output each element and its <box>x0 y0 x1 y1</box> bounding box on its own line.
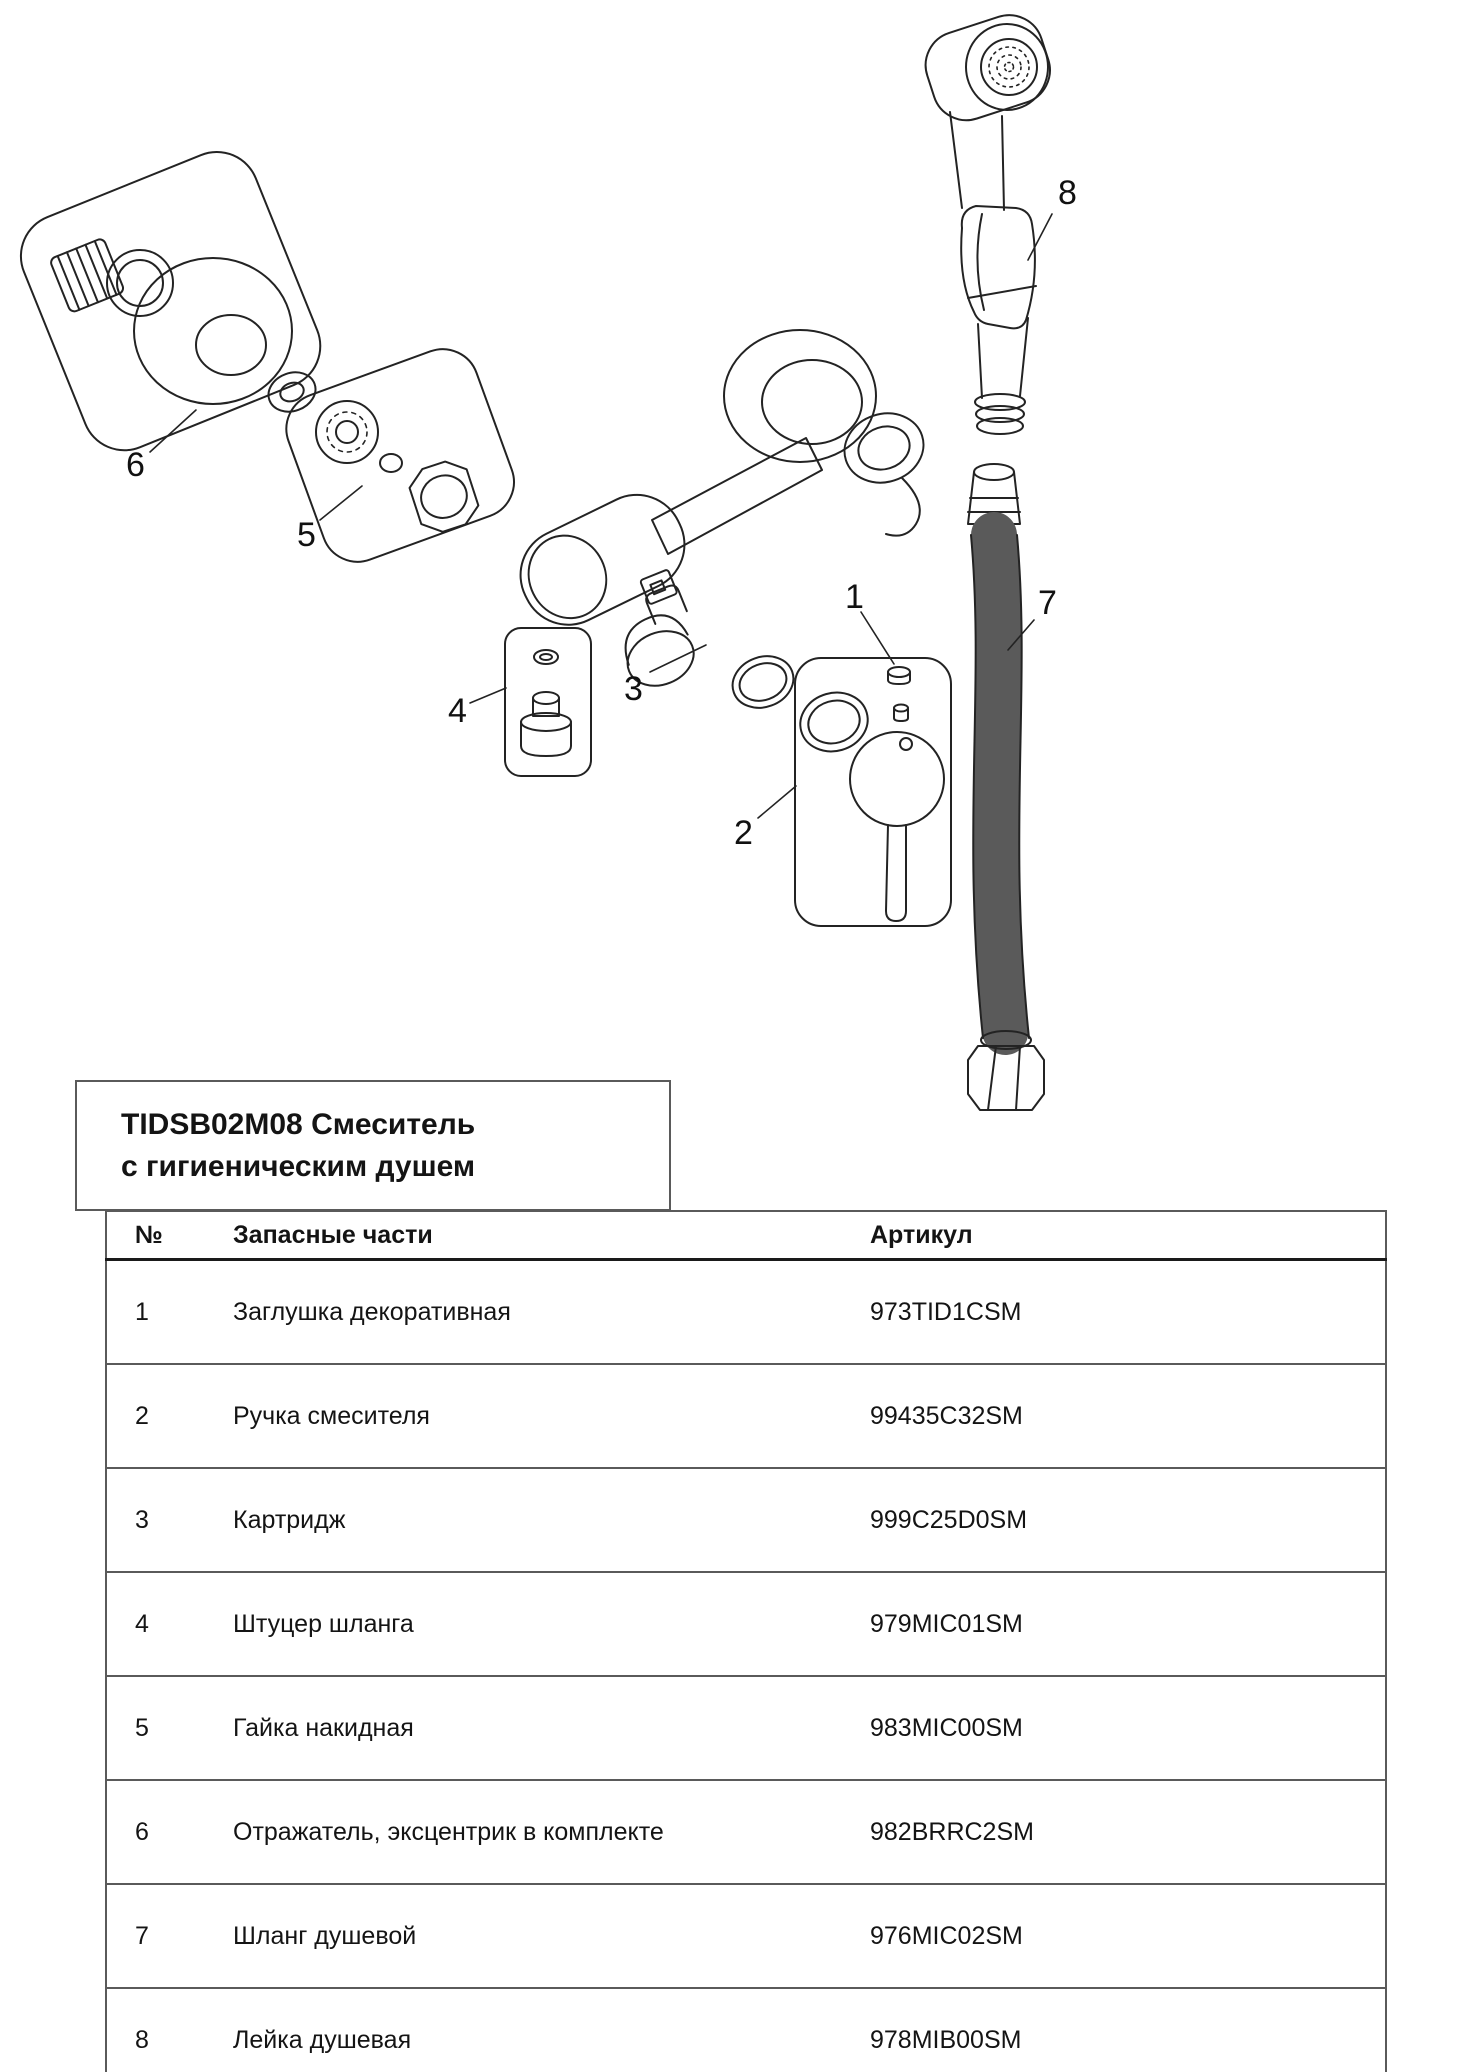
callout-7: 7 <box>1038 584 1057 622</box>
article-cell: 978MIB00SM <box>866 1988 1386 2072</box>
callout-3: 3 <box>624 670 643 708</box>
part-name-cell: Заглушка декоративная <box>231 1259 866 1365</box>
part-name-cell: Отражатель, эксцентрик в комплекте <box>231 1780 866 1885</box>
spare-parts-table: № Запасные части Артикул 1 Заглушка деко… <box>105 1210 1387 2072</box>
article-cell: 979MIC01SM <box>866 1572 1386 1677</box>
header-article: Артикул <box>866 1211 1386 1261</box>
callout-2: 2 <box>734 814 753 852</box>
part-name-cell: Шланг душевой <box>231 1884 866 1989</box>
part-number-cell: 4 <box>106 1572 231 1677</box>
part-number-cell: 1 <box>106 1259 231 1365</box>
table-row: 3 Картридж 999C25D0SM <box>106 1468 1386 1573</box>
part2-handle <box>794 657 952 927</box>
article-cell: 976MIC02SM <box>866 1884 1386 1989</box>
callout-leader-lines <box>149 213 1053 819</box>
article-cell: 983MIC00SM <box>866 1676 1386 1781</box>
product-title-line1: TIDSB02M08 Смеситель <box>121 1107 476 1141</box>
washer <box>267 371 317 413</box>
article-cell: 999C25D0SM <box>866 1468 1386 1573</box>
article-cell: 973TID1CSM <box>866 1259 1386 1365</box>
table-row: 2 Ручка смесителя 99435C32SM <box>106 1364 1386 1469</box>
product-title-line2: с гигиеническим душем <box>121 1149 476 1183</box>
table-row: 8 Лейка душевая 978MIB00SM <box>106 1988 1386 2072</box>
callout-5: 5 <box>297 516 316 554</box>
callout-1: 1 <box>845 578 864 616</box>
part-number-cell: 5 <box>106 1676 231 1781</box>
callouts: 1 2 3 4 5 6 7 8 <box>126 174 1077 852</box>
callout-4: 4 <box>448 692 467 730</box>
table-row: 7 Шланг душевой 976MIC02SM <box>106 1884 1386 1989</box>
snap-ring <box>731 655 795 709</box>
callout-8: 8 <box>1058 174 1077 212</box>
part-name-cell: Лейка душевая <box>231 1988 866 2072</box>
part1-plug <box>887 666 911 722</box>
part7-hose <box>967 463 1045 1111</box>
table-row: 5 Гайка накидная 983MIC00SM <box>106 1676 1386 1781</box>
header-part: Запасные части <box>231 1211 866 1261</box>
article-cell: 982BRRC2SM <box>866 1780 1386 1885</box>
table-header-row: № Запасные части Артикул <box>106 1211 1386 1261</box>
article-cell: 99435C32SM <box>866 1364 1386 1469</box>
header-num: № <box>106 1211 231 1261</box>
part-name-cell: Ручка смесителя <box>231 1364 866 1469</box>
exploded-diagram: 1 2 3 4 5 6 7 8 <box>19 14 1077 1111</box>
table-row: 1 Заглушка декоративная 973TID1CSM <box>106 1259 1386 1365</box>
table-row: 6 Отражатель, эксцентрик в комплекте 982… <box>106 1780 1386 1885</box>
product-title-box: TIDSB02M08 Смеситель с гигиеническим душ… <box>75 1080 671 1211</box>
part5-union-nut <box>285 348 515 563</box>
part-number-cell: 6 <box>106 1780 231 1885</box>
part-name-cell: Гайка накидная <box>231 1676 866 1781</box>
part-name-cell: Картридж <box>231 1468 866 1573</box>
part8-shower-head <box>924 14 1051 435</box>
part4-hose-connector <box>504 627 592 777</box>
part-name-cell: Штуцер шланга <box>231 1572 866 1677</box>
part6-reflector-eccentric <box>19 150 322 452</box>
part3-cartridge <box>624 569 695 687</box>
callout-6: 6 <box>126 446 145 484</box>
part-number-cell: 7 <box>106 1884 231 1989</box>
mixer-body-assembly <box>519 329 925 626</box>
part-number-cell: 8 <box>106 1988 231 2072</box>
table-row: 4 Штуцер шланга 979MIC01SM <box>106 1572 1386 1677</box>
part-number-cell: 2 <box>106 1364 231 1469</box>
part-number-cell: 3 <box>106 1468 231 1573</box>
